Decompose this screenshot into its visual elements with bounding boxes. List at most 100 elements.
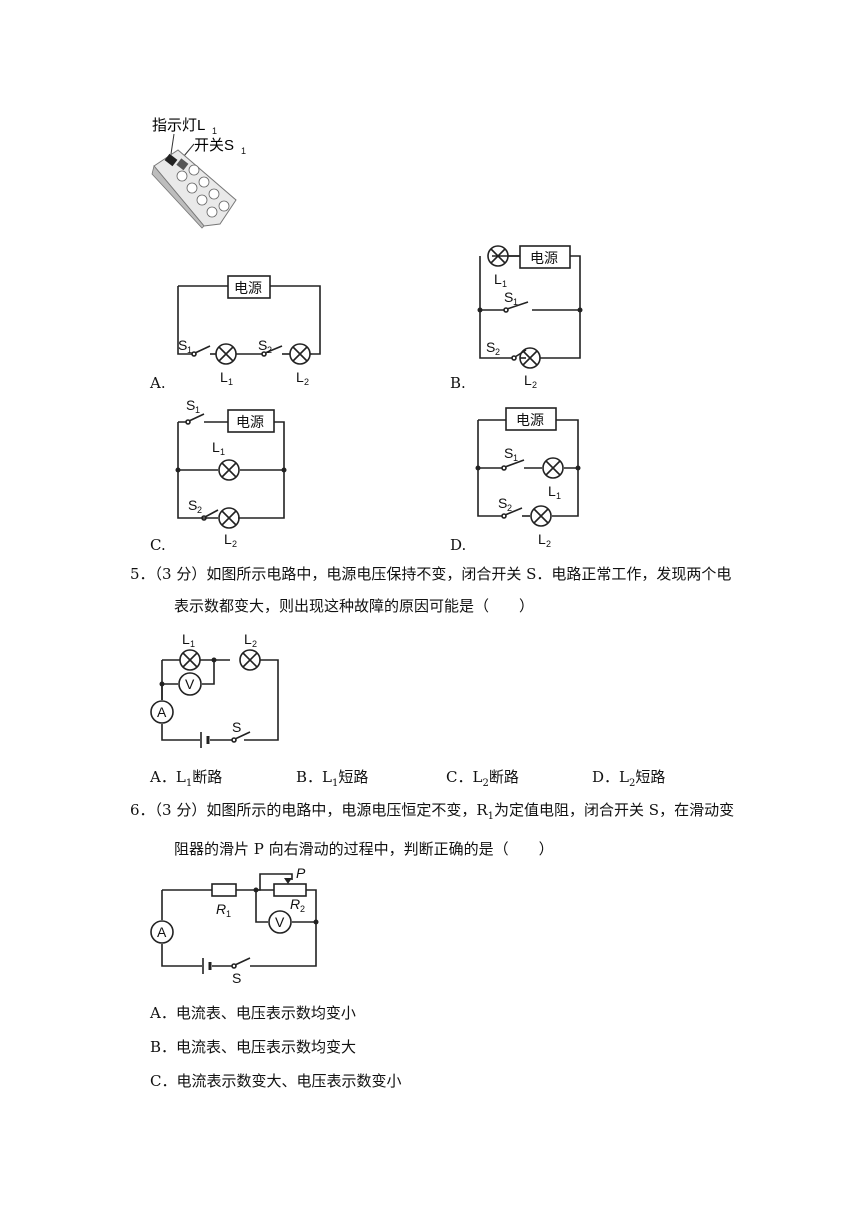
choice-b[interactable]: B．L1短路 [296,768,369,789]
choice-c[interactable]: C．L2断路 [446,768,519,789]
svg-text:电源: 电源 [234,280,262,296]
svg-text:2: 2 [267,345,272,355]
lamp-l1 [179,649,201,671]
svg-text:L: L [224,531,232,547]
power-strip-icon [151,149,237,229]
lamp-l2 [218,507,240,529]
svg-text:1: 1 [195,405,200,415]
svg-text:电源: 电源 [530,250,558,266]
svg-text:S: S [232,970,241,986]
voltmeter: V [178,672,202,696]
svg-text:L: L [524,372,532,388]
svg-text:L: L [494,271,502,287]
svg-text:L: L [212,439,220,455]
svg-text:A: A [157,704,167,720]
svg-text:2: 2 [532,380,537,390]
power-source [505,407,557,431]
svg-text:S: S [258,337,267,353]
lamp-l2 [239,649,261,671]
option-c-label[interactable]: C. [150,536,166,554]
ammeter: A [150,920,174,944]
svg-text:2: 2 [232,539,237,548]
svg-text:1: 1 [187,345,192,355]
svg-text:L: L [182,631,190,647]
switch-s2 [264,345,283,354]
resistor-r1 [211,883,237,897]
switch-s2 [204,509,219,518]
svg-text:S: S [498,495,507,511]
option-b-label[interactable]: B. [450,374,466,392]
option-a-label[interactable]: A. [150,374,166,392]
svg-text:V: V [275,914,285,930]
switch-s [234,957,251,966]
lamp-l1 [542,457,564,479]
svg-text:1: 1 [556,491,561,501]
svg-text:1: 1 [513,297,518,307]
svg-text:1: 1 [241,146,246,156]
svg-text:R: R [290,896,300,912]
svg-text:L: L [548,483,556,499]
svg-text:2: 2 [546,539,551,548]
switch-s1 [194,345,211,354]
question-6-choice-c[interactable]: C．电流表示数变大、电压表示数变小 [150,1072,402,1090]
ammeter: A [150,700,174,724]
choice-a[interactable]: A．L1断路 [150,768,223,789]
power-strip-figure: 指示灯L 1 开关S 1 [151,117,246,229]
svg-text:L: L [244,631,252,647]
switch-s1 [504,459,525,468]
svg-text:1: 1 [226,909,231,919]
svg-text:R: R [216,901,226,917]
svg-text:S: S [504,289,513,305]
svg-text:S: S [178,337,187,353]
lamp-l1 [218,459,240,481]
lamp-l1 [215,343,237,365]
power-source [519,245,571,269]
svg-text:1: 1 [212,126,217,136]
svg-text:S: S [232,719,241,735]
choice-d[interactable]: D．L2短路 [592,768,666,789]
battery [202,958,212,974]
voltmeter: V [268,910,292,934]
question-6-choice-b[interactable]: B．电流表、电压表示数均变大 [150,1038,357,1056]
svg-text:1: 1 [220,447,225,457]
svg-text:电源: 电源 [516,412,544,428]
indicator-lamp-label: 指示灯L [152,117,205,134]
svg-text:L: L [538,531,546,547]
svg-text:L: L [296,369,304,385]
option-d-label[interactable]: D. [450,536,467,554]
svg-text:L: L [220,369,228,385]
battery [200,732,210,748]
svg-text:S: S [188,497,197,513]
svg-text:V: V [185,676,195,692]
svg-text:A: A [157,924,167,940]
switch-s1 [506,301,529,310]
svg-text:电源: 电源 [236,414,264,430]
svg-text:2: 2 [495,347,500,357]
svg-text:P: P [296,865,306,881]
svg-text:2: 2 [197,505,202,515]
slider-p [284,878,292,884]
svg-text:S: S [504,445,513,461]
question-6-choice-a[interactable]: A．电流表、电压表示数均变小 [150,1004,356,1022]
power-source [227,275,271,299]
lamp-l2 [519,347,541,369]
rheostat-r2 [273,883,307,897]
switch-s1 [188,413,205,422]
switch-s2 [504,507,523,516]
svg-text:2: 2 [507,503,512,513]
question-6-stem: 6．（3 分）如图所示的电路中，电源电压恒定不变，R1为定值电阻，闭合开关 S，… [130,801,735,858]
svg-text:2: 2 [304,377,309,387]
question-5-stem: 5．（3 分）如图所示电路中，电源电压保持不变，闭合开关 S．电路正常工作，发现… [130,565,732,615]
svg-text:1: 1 [228,377,233,387]
svg-text:1: 1 [190,639,195,649]
svg-text:S: S [186,397,195,413]
svg-text:1: 1 [502,279,507,289]
svg-text:2: 2 [300,904,305,914]
power-source [227,409,275,433]
